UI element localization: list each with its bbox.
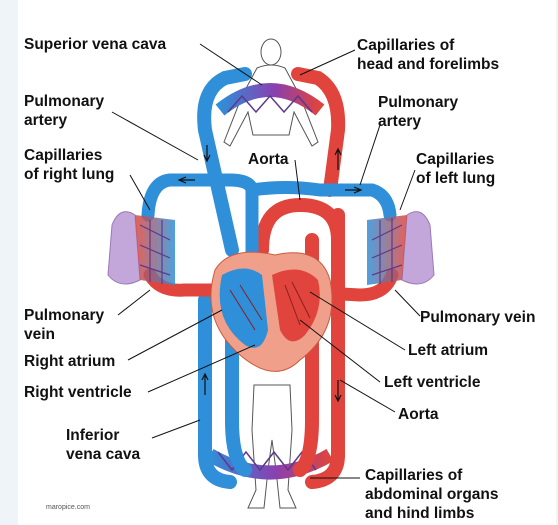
label-capillaries-left-lung: Capillaries of left lung — [416, 151, 496, 187]
label-aorta-bottom: Aorta — [398, 406, 439, 423]
label-capillaries-abdominal: Capillaries of abdominal organs and hind… — [365, 467, 499, 522]
label-pulmonary-artery-right-side: Pulmonary artery — [378, 94, 459, 130]
label-right-ventricle: Right ventricle — [24, 384, 132, 401]
left-lung — [367, 211, 435, 285]
right-lung — [107, 211, 175, 285]
superior-vena-cava-vessel — [197, 67, 252, 257]
leader-lines — [111, 43, 421, 479]
head-capillary-bed — [215, 83, 325, 116]
pulmonary-artery-left-lung-vessel — [245, 181, 397, 222]
label-pulmonary-artery-left-side: Pulmonary artery — [24, 93, 105, 129]
flow-arrows — [177, 145, 363, 403]
label-aorta-top: Aorta — [248, 151, 289, 168]
label-capillaries-right-lung: Capillaries of right lung — [24, 147, 115, 183]
label-superior-vena-cava: Superior vena cava — [24, 36, 167, 53]
left-side-chambers — [272, 269, 320, 342]
inferior-vena-cava-vessel — [225, 323, 252, 477]
heart — [210, 251, 333, 372]
aorta-vessel-lower — [305, 208, 345, 489]
lower-body-silhouette — [247, 384, 297, 509]
right-side-chambers — [219, 268, 268, 348]
label-pulmonary-vein-right-side: Pulmonary vein — [420, 309, 536, 326]
aorta-vessel-upper — [291, 67, 346, 197]
label-right-atrium: Right atrium — [24, 353, 116, 370]
label-pulmonary-vein-left-side: Pulmonary vein — [24, 307, 105, 343]
label-left-ventricle: Left ventricle — [384, 374, 481, 391]
credit-text: maropice.com — [46, 504, 90, 511]
label-inferior-vena-cava: Inferior vena cava — [66, 427, 141, 463]
label-capillaries-head: Capillaries of head and forelimbs — [357, 37, 500, 73]
upper-body-silhouette — [223, 38, 319, 147]
label-left-atrium: Left atrium — [408, 342, 489, 359]
